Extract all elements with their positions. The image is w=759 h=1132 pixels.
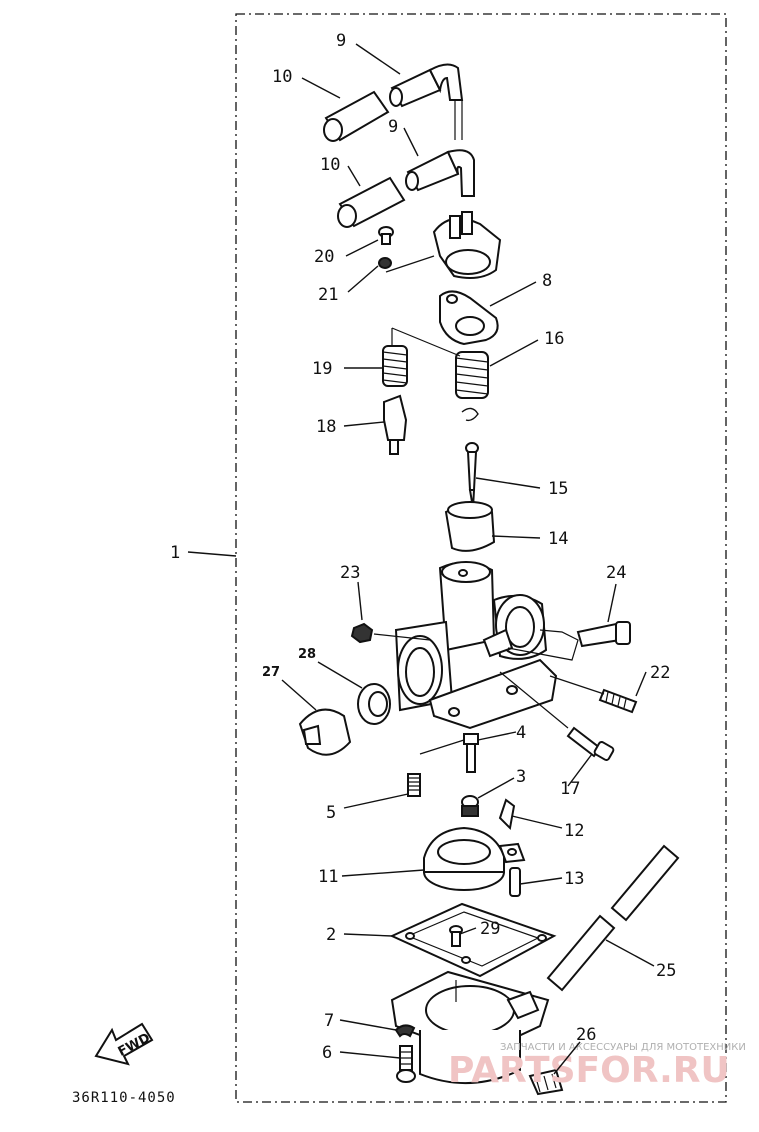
part-jet-3 (461, 795, 479, 817)
part-tube-25 (546, 844, 680, 992)
link-line-19-16 (391, 327, 461, 357)
part-screw-20 (378, 226, 394, 245)
callout-20: 20 (314, 247, 334, 267)
part-float-bowl (390, 970, 550, 1085)
part-clip-7 (394, 1024, 416, 1038)
callout-3: 3 (516, 767, 526, 787)
assembly-boundary (235, 13, 727, 1103)
part-jet-4 (463, 733, 479, 773)
callout-1: 1 (170, 543, 180, 563)
link-line-17 (499, 671, 569, 729)
part-top-cover (432, 211, 502, 279)
callout-2: 2 (326, 925, 336, 945)
callout-26: 26 (576, 1025, 596, 1045)
link-line-22 (549, 675, 605, 695)
part-gasket-2 (389, 902, 557, 978)
part-washer-21 (378, 257, 392, 269)
hose-line (454, 100, 463, 140)
callout-10-lower: 10 (320, 155, 340, 175)
callout-12: 12 (564, 821, 584, 841)
callout-21: 21 (318, 285, 338, 305)
watermark-brand: PARTSFOR.RU (448, 1050, 730, 1091)
callout-24: 24 (606, 563, 626, 583)
callout-27: 27 (262, 665, 280, 680)
part-slide-14 (444, 501, 496, 552)
callout-15: 15 (548, 479, 568, 499)
part-screw-22 (598, 688, 638, 714)
callout-22: 22 (650, 663, 670, 683)
callout-5: 5 (326, 803, 336, 823)
part-carburetor-body (394, 561, 558, 730)
part-elbow-fitting-lower (405, 149, 475, 197)
callout-11: 11 (318, 867, 338, 887)
callout-25: 25 (656, 961, 676, 981)
callout-19: 19 (312, 359, 332, 379)
callout-labels: 9 10 9 10 20 21 8 19 16 18 15 14 1 23 24… (170, 31, 676, 1063)
part-spring-19 (382, 345, 408, 387)
part-clip (461, 407, 479, 422)
part-clamp-27 (298, 708, 352, 756)
part-jet-5 (407, 773, 421, 797)
part-screw-6 (396, 1045, 416, 1083)
part-cap-lower (337, 176, 406, 228)
part-spring-16 (455, 351, 489, 399)
part-screw-24 (576, 621, 631, 648)
link-line-23 (373, 633, 431, 641)
link-line-20-21 (385, 255, 435, 273)
callout-9-upper: 9 (336, 31, 346, 51)
part-needle-15 (465, 442, 479, 509)
part-ring-28 (357, 683, 391, 725)
callout-17: 17 (560, 779, 580, 799)
leader-lines (187, 43, 655, 1075)
callout-7: 7 (324, 1011, 334, 1031)
part-float-11 (423, 826, 526, 891)
link-line-4 (419, 739, 465, 755)
part-plunger-18 (383, 394, 408, 455)
callout-10-upper: 10 (272, 67, 292, 87)
part-cap-upper (323, 90, 390, 142)
part-elbow-fitting-upper (389, 63, 464, 108)
callout-18: 18 (316, 417, 336, 437)
callout-23: 23 (340, 563, 360, 583)
part-screw-17 (566, 726, 615, 761)
callout-8: 8 (542, 271, 552, 291)
part-pin-13 (509, 867, 521, 897)
part-gasket-8 (439, 290, 499, 346)
part-screw-26 (528, 1068, 564, 1096)
watermark-top: ЗАПЧАСТИ И АКСЕССУАРЫ ДЛЯ МОТОТЕХНИКИ (500, 1042, 746, 1053)
fwd-arrow: FWD (94, 1022, 154, 1066)
part-float-valve-12 (498, 798, 516, 831)
callout-28: 28 (298, 647, 316, 662)
callout-16: 16 (544, 329, 564, 349)
part-screw-29 (449, 925, 463, 947)
callout-14: 14 (548, 529, 568, 549)
part-nut-23 (350, 622, 374, 644)
part-code: 36R110-4050 (72, 1090, 176, 1106)
link-line-24 (507, 629, 579, 661)
callout-6: 6 (322, 1043, 332, 1063)
callout-9-lower: 9 (388, 117, 398, 137)
callout-4: 4 (516, 723, 526, 743)
callout-29: 29 (480, 919, 500, 939)
callout-13: 13 (564, 869, 584, 889)
